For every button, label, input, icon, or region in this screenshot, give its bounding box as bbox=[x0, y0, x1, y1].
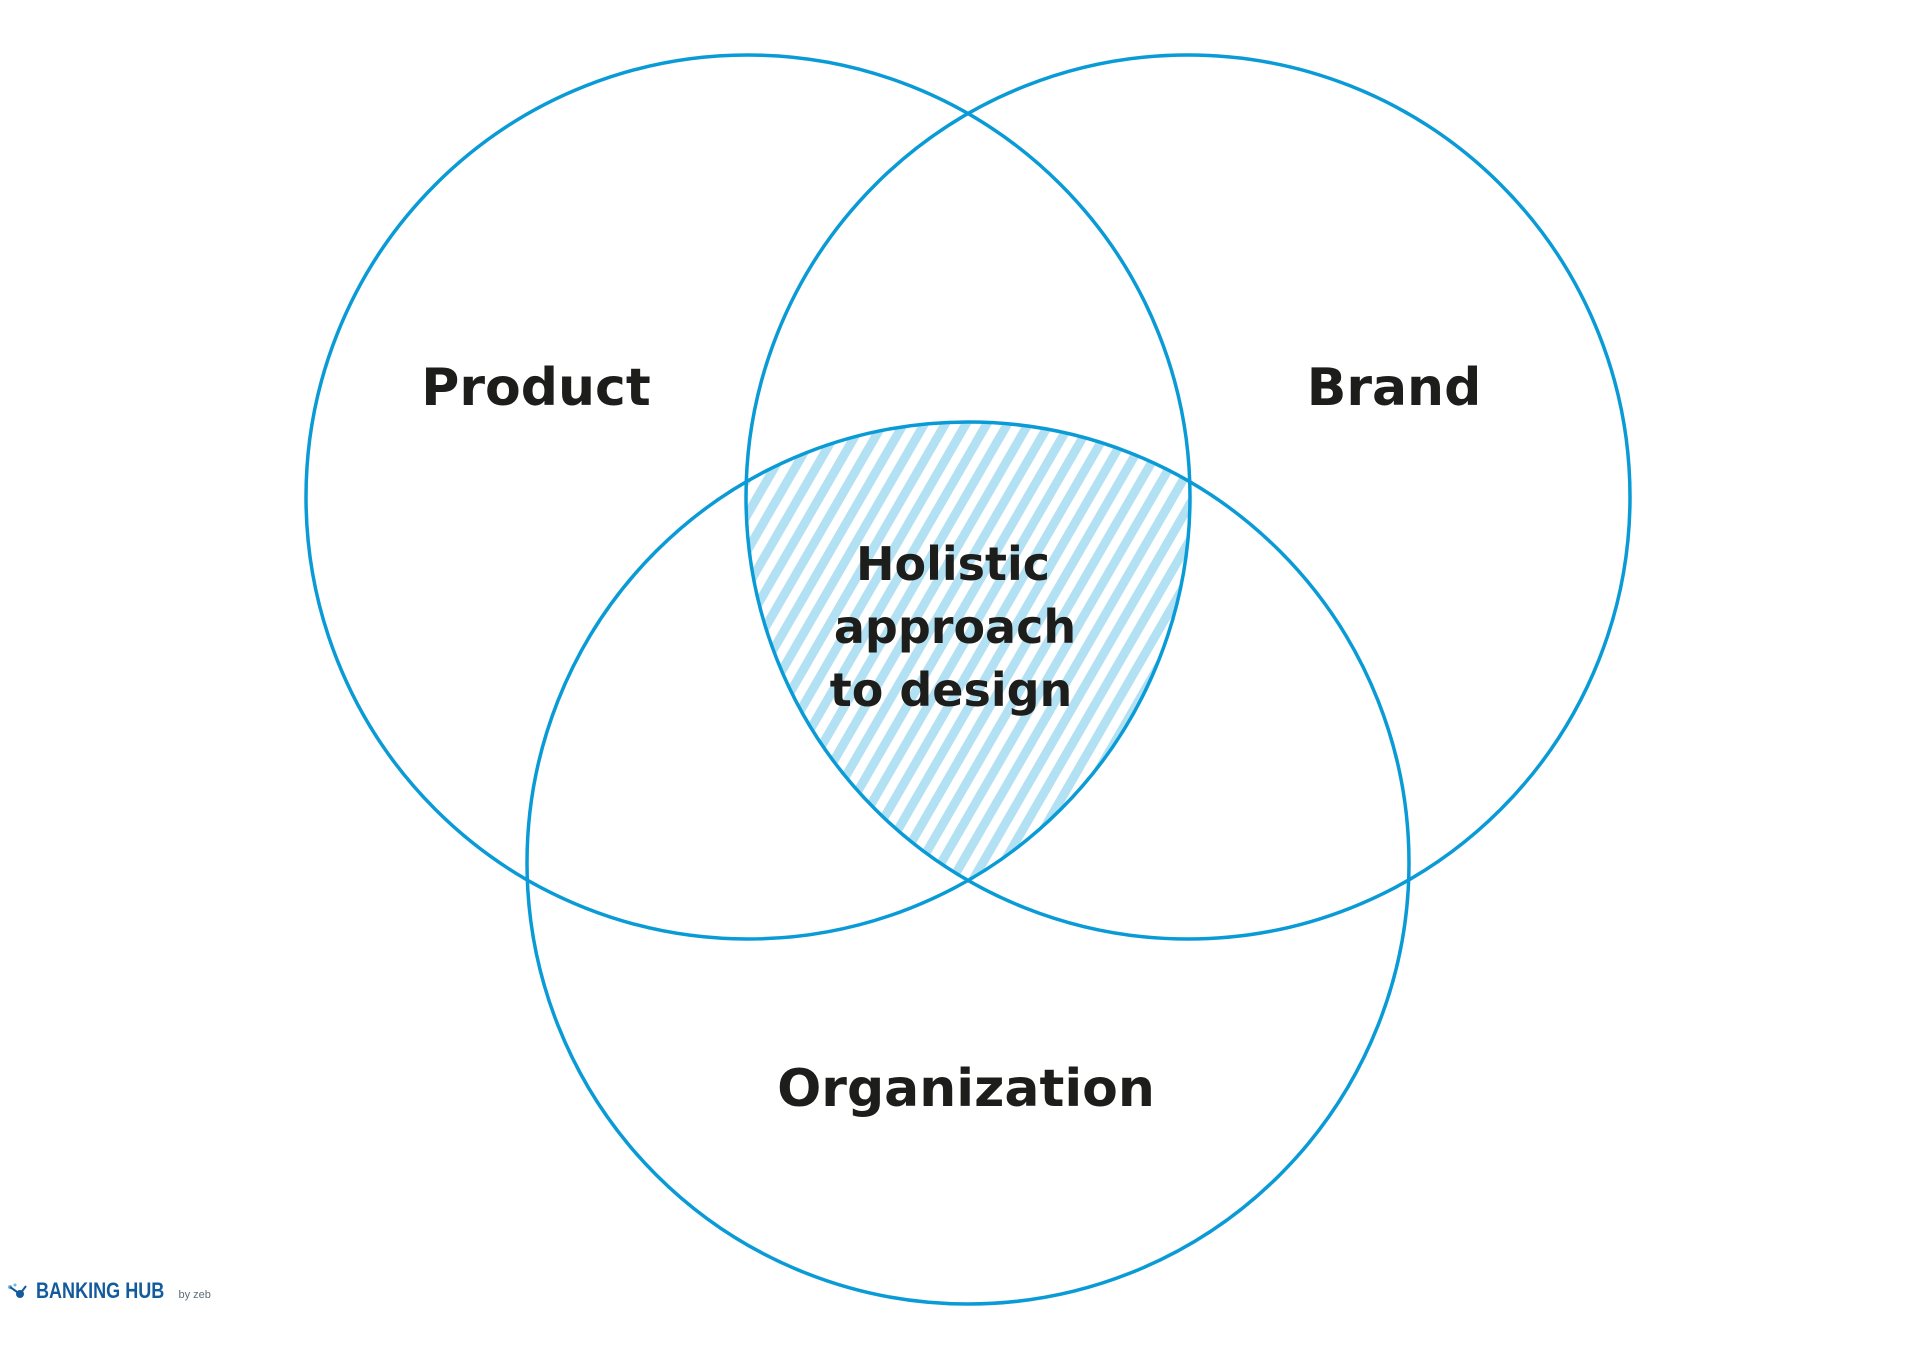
organization-label: Organization bbox=[777, 1059, 1155, 1119]
logo-sub: by zeb bbox=[178, 1289, 211, 1301]
banking-hub-logo: BANKING HUB by zeb bbox=[6, 1278, 211, 1308]
intersection-label-line-3: to design bbox=[830, 663, 1073, 717]
logo-mark-icon bbox=[8, 1283, 27, 1298]
logo-name: BANKING HUB bbox=[36, 1278, 165, 1303]
product-circle bbox=[304, 53, 1192, 941]
organization-circle bbox=[525, 420, 1411, 1306]
product-label: Product bbox=[421, 358, 650, 418]
intersection-label-line-1: Holistic bbox=[856, 537, 1050, 591]
intersection-label-line-2: approach bbox=[834, 600, 1076, 654]
brand-circle bbox=[744, 53, 1632, 941]
brand-label: Brand bbox=[1307, 358, 1482, 418]
